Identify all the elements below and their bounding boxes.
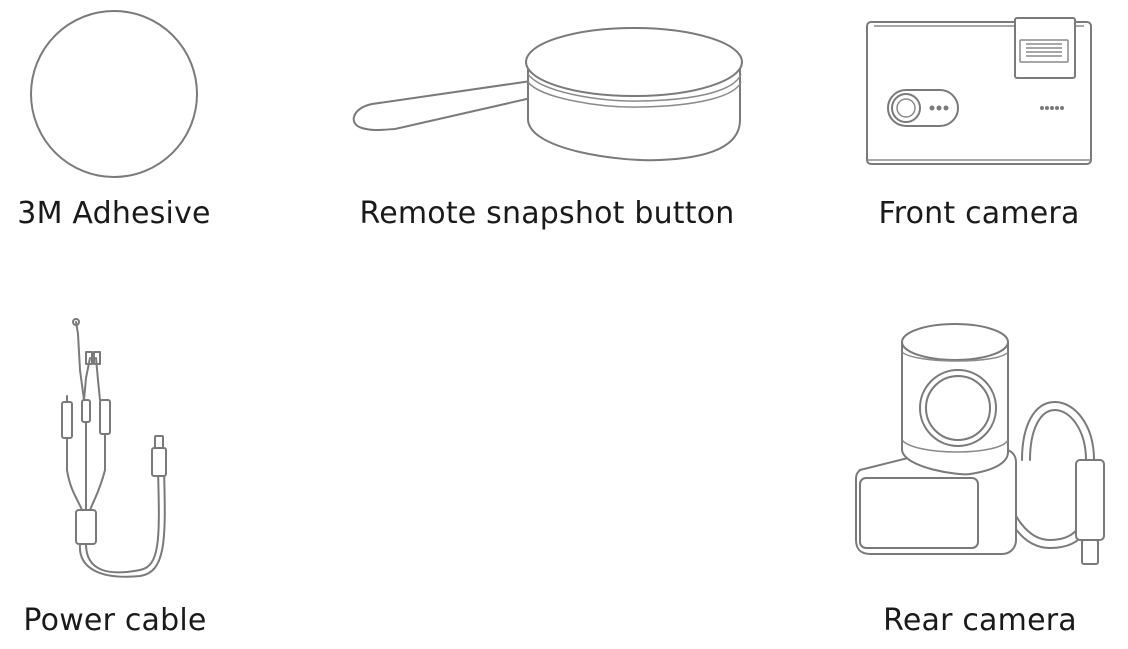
front-camera-label: Front camera bbox=[878, 196, 1080, 231]
power-cable-label: Power cable bbox=[23, 603, 207, 638]
adhesive-label: 3M Adhesive bbox=[17, 196, 211, 231]
rear-camera-label: Rear camera bbox=[883, 603, 1077, 638]
remote-label: Remote snapshot button bbox=[359, 196, 735, 231]
